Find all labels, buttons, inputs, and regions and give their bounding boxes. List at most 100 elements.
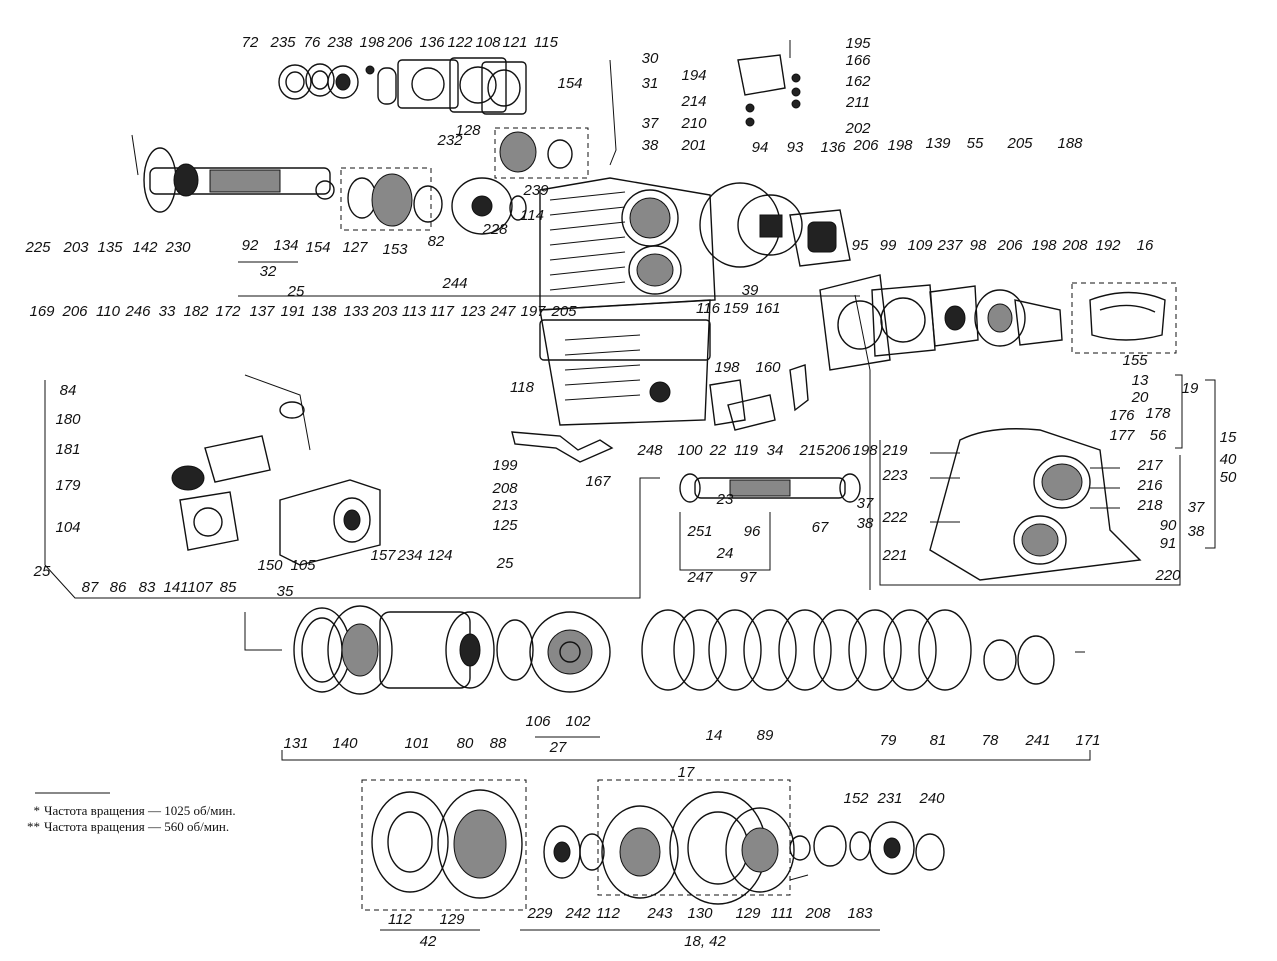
part-label: 169 <box>29 303 55 320</box>
part-label: 241 <box>1024 732 1050 749</box>
part-label: 217 <box>1136 457 1163 474</box>
part-label: 110 <box>96 303 121 320</box>
part-label: 223 <box>881 467 908 484</box>
part-label: 239 <box>522 182 549 199</box>
part-label: 112 <box>596 905 621 922</box>
part-label: 83 <box>139 579 156 596</box>
part-label: 201 <box>680 137 706 154</box>
part-label: 197 <box>520 303 546 320</box>
part-label: 205 <box>1006 135 1033 152</box>
part-label: 203 <box>371 303 398 320</box>
part-label: 208 <box>804 905 831 922</box>
part-label: 85 <box>220 579 237 596</box>
part-label: 199 <box>492 457 518 474</box>
part-label: 198 <box>887 137 913 154</box>
rear-housing-15 <box>929 428 1142 581</box>
part-label: 216 <box>1136 477 1163 494</box>
part-label: 178 <box>1145 405 1171 422</box>
part-label: 129 <box>735 905 761 922</box>
part-label: 231 <box>876 790 902 807</box>
part-label: 208 <box>1061 237 1088 254</box>
part-label: 160 <box>755 359 781 376</box>
part-label: 31 <box>642 75 659 92</box>
part-label: 79 <box>880 732 897 749</box>
part-label: 78 <box>982 732 999 749</box>
part-label: 137 <box>249 303 275 320</box>
part-label: 42 <box>420 933 437 950</box>
part-label: 39 <box>742 282 759 299</box>
part-label: 87 <box>82 579 99 596</box>
part-label: 27 <box>549 739 567 756</box>
input-shaft <box>131 134 335 213</box>
dash-box-128 <box>494 127 589 179</box>
part-label: 179 <box>55 477 81 494</box>
part-label: 237 <box>936 237 963 254</box>
part-label: 246 <box>124 303 151 320</box>
part-label: 40 <box>1220 451 1237 468</box>
grouping-brackets <box>44 59 1216 931</box>
part-label: 18, 42 <box>684 933 726 950</box>
part-label: 220 <box>1154 567 1181 584</box>
part-label: 161 <box>755 300 780 317</box>
part-label: 33 <box>159 303 176 320</box>
part-label: 94 <box>752 139 769 156</box>
part-label: 101 <box>404 735 429 752</box>
part-label: 89 <box>757 727 774 744</box>
part-label: 181 <box>55 441 80 458</box>
part-label: 183 <box>847 905 873 922</box>
part-label: 55 <box>967 135 984 152</box>
part-label: 141 <box>163 579 188 596</box>
part-label: 104 <box>55 519 80 536</box>
part-label: 208 <box>491 480 518 497</box>
part-label: 162 <box>845 73 871 90</box>
part-label: 230 <box>164 239 191 256</box>
gear-cluster-127 <box>347 173 527 235</box>
part-label: 247 <box>686 569 713 586</box>
part-label: 32 <box>260 263 277 280</box>
part-label: 24 <box>716 545 734 562</box>
part-label: 242 <box>564 905 591 922</box>
part-label: 88 <box>490 735 507 752</box>
part-label: 202 <box>844 120 871 137</box>
part-label: 213 <box>491 497 518 514</box>
dash-box-16 <box>1071 282 1177 354</box>
part-label: 80 <box>457 735 474 752</box>
part-label: 247 <box>489 303 516 320</box>
part-label: 206 <box>996 237 1023 254</box>
part-label: 105 <box>290 557 316 574</box>
part-label: 177 <box>1109 427 1135 444</box>
part-label: 172 <box>215 303 241 320</box>
seal-group-top <box>278 57 527 115</box>
part-label: 192 <box>1095 237 1121 254</box>
part-label: 234 <box>396 547 422 564</box>
part-label: 138 <box>311 303 337 320</box>
part-label: 56 <box>1150 427 1167 444</box>
part-label: 225 <box>24 239 51 256</box>
part-label: 123 <box>460 303 486 320</box>
part-label: 131 <box>283 735 308 752</box>
gear-128 <box>499 131 573 173</box>
part-label: 124 <box>427 547 452 564</box>
part-label: 139 <box>925 135 951 152</box>
part-label: 206 <box>824 442 851 459</box>
part-label: 218 <box>1136 497 1163 514</box>
part-label: 116 <box>696 300 721 317</box>
part-label: 198 <box>852 442 878 459</box>
part-label: 243 <box>646 905 673 922</box>
part-label: 214 <box>680 93 706 110</box>
part-label: 125 <box>492 517 518 534</box>
part-label: 154 <box>557 75 582 92</box>
part-label: 22 <box>709 442 727 459</box>
part-label: 205 <box>550 303 577 320</box>
part-label: 72 <box>242 34 259 51</box>
part-label: 93 <box>787 139 804 156</box>
part-label: 232 <box>436 132 463 149</box>
part-label: 16 <box>1137 237 1154 254</box>
part-label: 176 <box>1109 407 1135 424</box>
pump-drive-94 <box>699 182 803 268</box>
part-label: 81 <box>930 732 947 749</box>
valve-block-35 <box>171 374 381 566</box>
part-label: 150 <box>257 557 283 574</box>
part-label: 84 <box>60 382 77 399</box>
